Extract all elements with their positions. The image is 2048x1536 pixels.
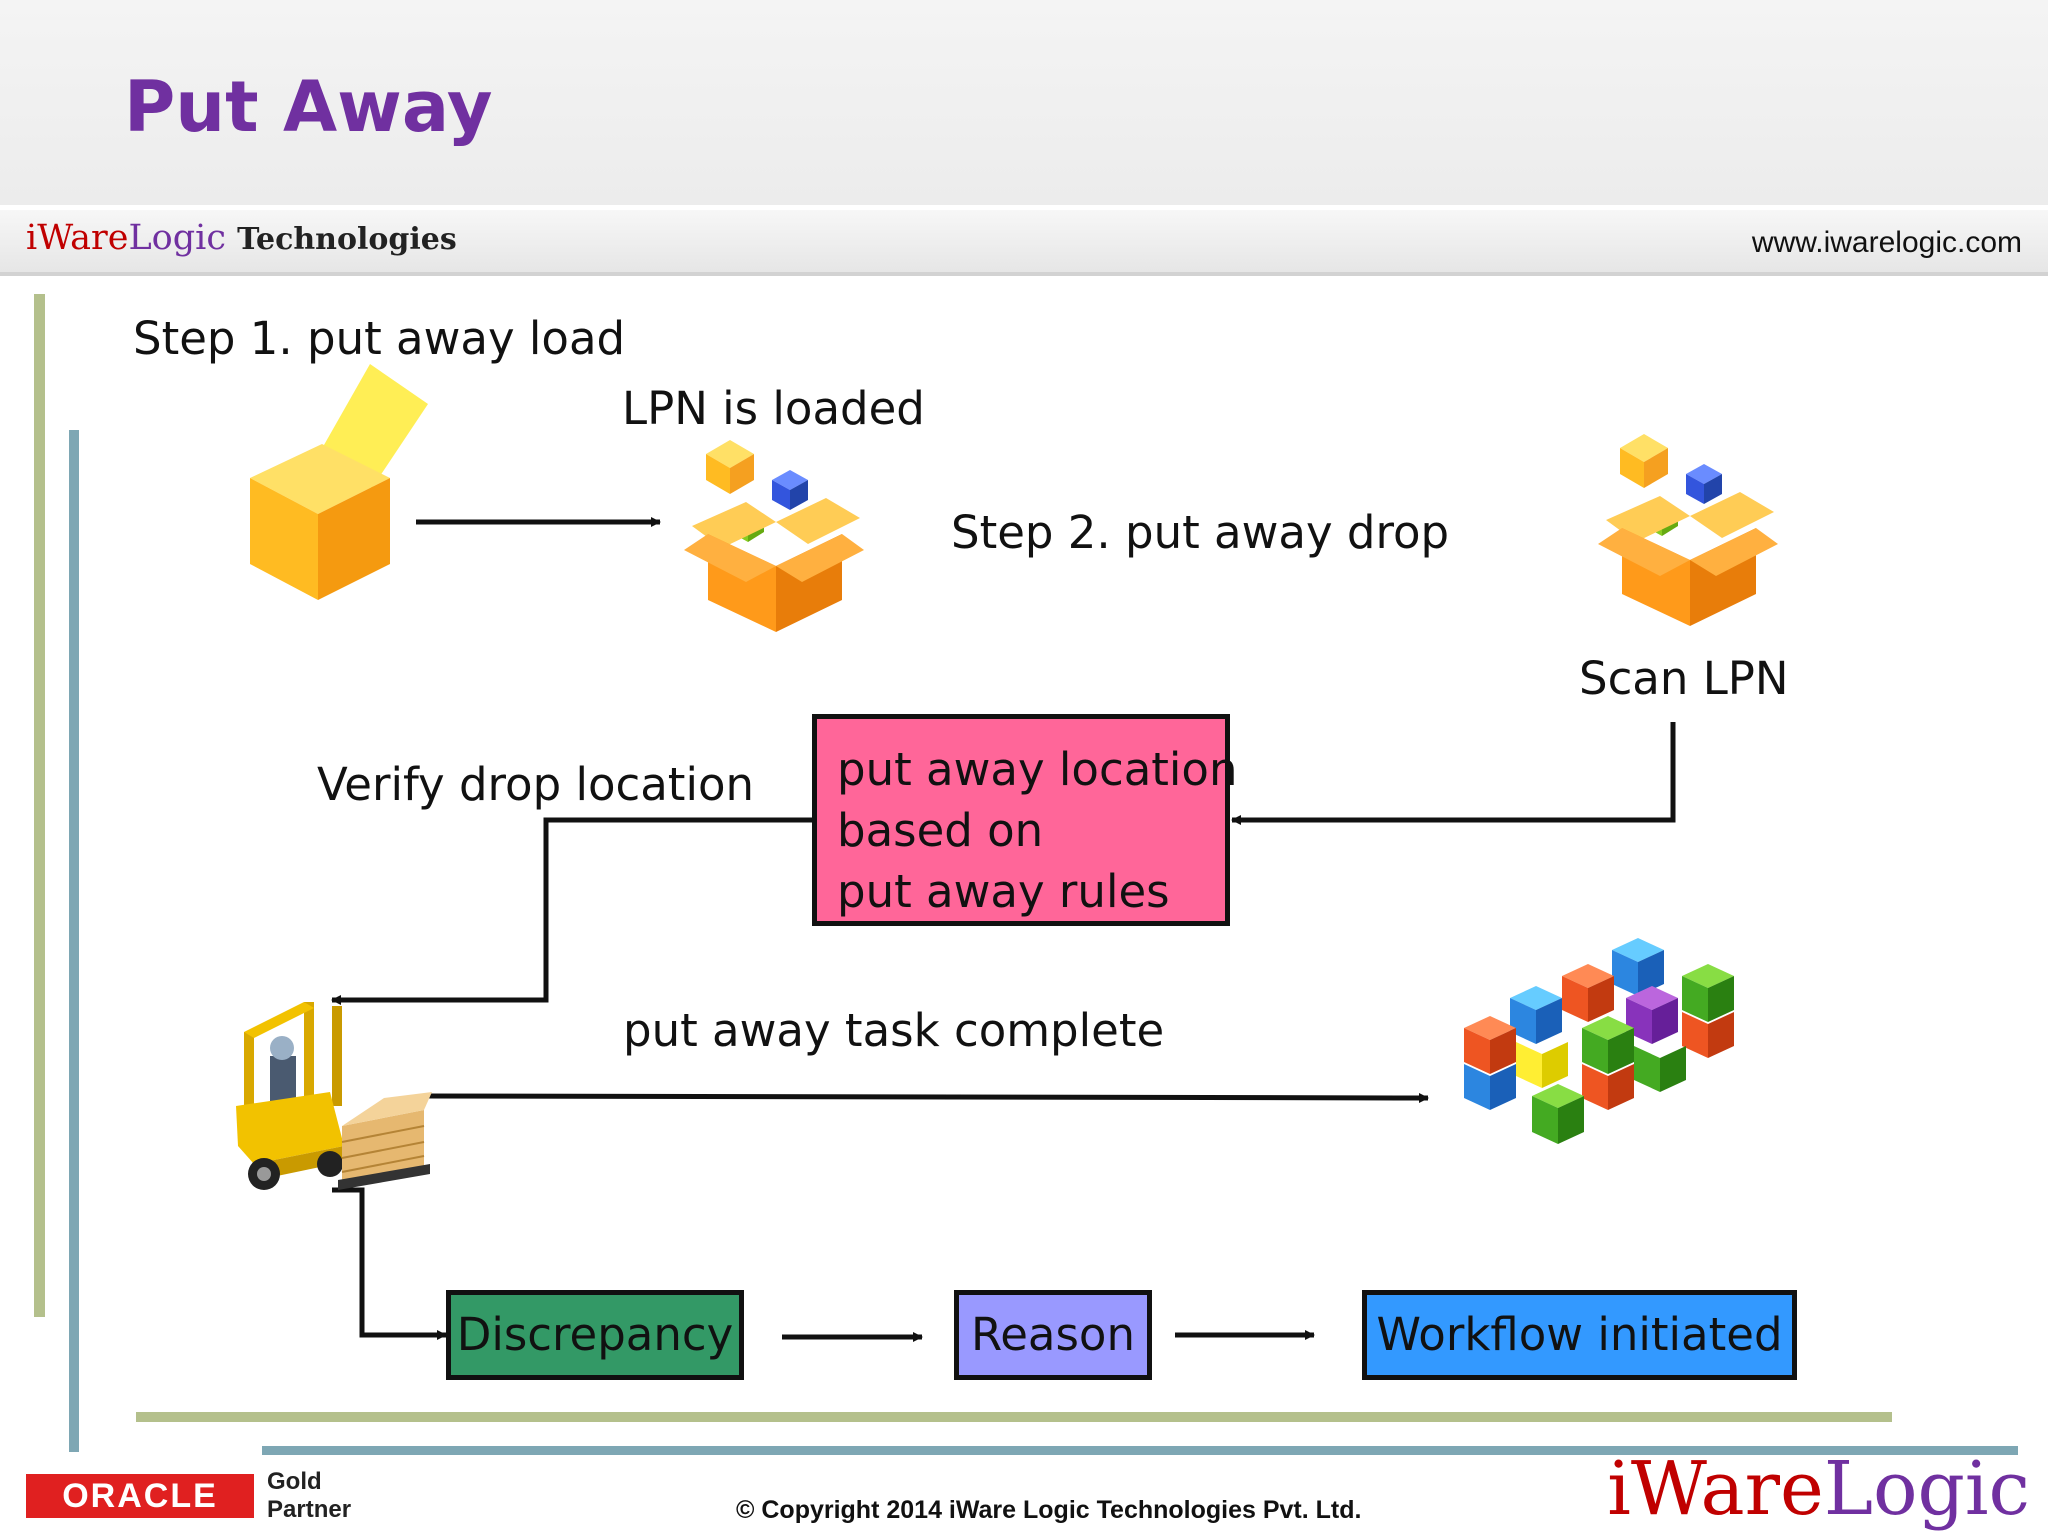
loaded-box-icon	[684, 440, 864, 632]
discrepancy-box: Discrepancy	[446, 1290, 744, 1380]
scanned-box-icon	[1598, 434, 1778, 626]
logo-part-logic: Logic	[1823, 1446, 2030, 1532]
putaway-rules-box: put away location based on put away rule…	[812, 714, 1238, 926]
reason-box: Reason	[954, 1290, 1152, 1380]
verify-drop-label: Verify drop location	[317, 758, 754, 811]
title-area	[0, 0, 2048, 205]
rule-line-2: based on	[837, 804, 1044, 857]
task-complete-label: put away task complete	[623, 1004, 1165, 1057]
iwarelogic-logo: iWareLogic	[1607, 1446, 2030, 1532]
forklift-icon	[236, 1002, 432, 1190]
rule-line-1: put away location	[837, 743, 1238, 796]
brand-name: iWareLogic Technologies	[26, 218, 457, 258]
decor-bar-left-blue	[69, 430, 79, 1452]
rule-line-3: put away rules	[837, 865, 1170, 918]
empty-box-icon	[250, 364, 428, 600]
partner-label: Partner	[267, 1496, 352, 1523]
arrow-rules-to-forklift	[331, 817, 812, 1005]
decor-bar-bottom-green	[136, 1412, 1892, 1422]
arrow-scan-to-rules	[1231, 722, 1676, 825]
lpn-loaded-label: LPN is loaded	[622, 382, 925, 435]
slide-title: Put Away	[124, 66, 493, 148]
decor-bar-left-green	[34, 294, 45, 1317]
brand-part-iware: iWare	[26, 218, 129, 258]
step1-label: Step 1. put away load	[133, 312, 626, 365]
logo-part-iware: iWare	[1607, 1446, 1824, 1532]
scan-lpn-label: Scan LPN	[1579, 652, 1789, 705]
decor-bar-bottom-blue	[262, 1446, 2018, 1455]
copyright-text: © Copyright 2014 iWare Logic Technologie…	[736, 1496, 1362, 1524]
stacked-cubes-icon	[1464, 938, 1734, 1144]
arrow-forklift-to-discrepancy	[332, 1187, 447, 1340]
gold-label: Gold	[267, 1468, 322, 1495]
arrow-forklift-to-storage	[423, 1092, 1429, 1103]
oracle-logo: ORACLE	[26, 1474, 254, 1518]
brand-part-logic: Logic	[128, 218, 226, 258]
website-url: www.iwarelogic.com	[1751, 226, 2022, 259]
workflow-box: Workflow initiated	[1362, 1290, 1797, 1380]
brand-part-technologies: Technologies	[237, 222, 457, 257]
brand-bar	[0, 210, 2048, 276]
step2-label: Step 2. put away drop	[951, 506, 1450, 559]
gold-partner-badge: Gold Partner	[267, 1468, 351, 1524]
